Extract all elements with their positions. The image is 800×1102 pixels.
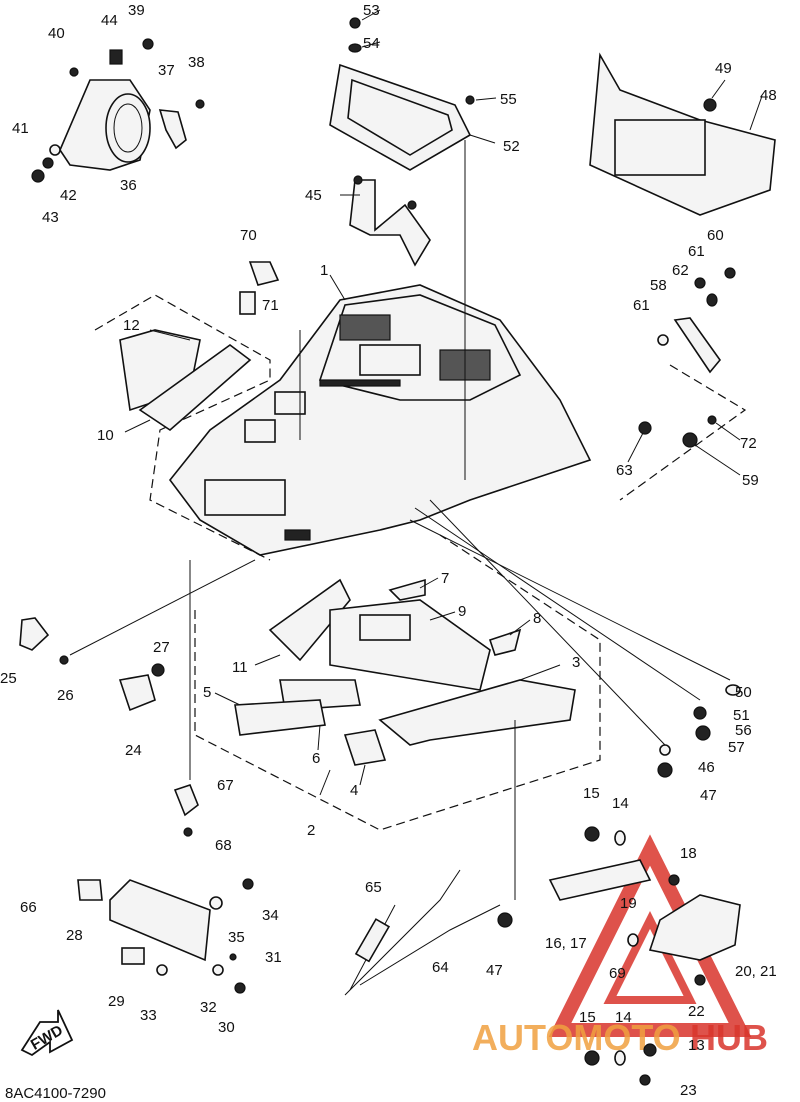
callout-c15b: 15 bbox=[579, 1009, 596, 1026]
callout-c24: 24 bbox=[125, 742, 142, 759]
callout-c50: 50 bbox=[735, 684, 752, 701]
callout-c23: 23 bbox=[680, 1082, 697, 1099]
callout-c58: 58 bbox=[650, 277, 667, 294]
callout-c13: 13 bbox=[688, 1037, 705, 1054]
callout-c61a: 61 bbox=[688, 243, 705, 260]
callout-c26: 26 bbox=[57, 687, 74, 704]
callout-c66: 66 bbox=[20, 899, 37, 916]
left-vent-group bbox=[94, 294, 271, 561]
callout-c71: 71 bbox=[262, 297, 279, 314]
clip-70-71 bbox=[239, 261, 280, 315]
callout-c47b: 47 bbox=[486, 962, 503, 979]
callout-c63: 63 bbox=[616, 462, 633, 479]
callout-c32: 32 bbox=[200, 999, 217, 1016]
callout-c11: 11 bbox=[232, 659, 248, 676]
callout-c53: 53 bbox=[363, 2, 380, 19]
callout-c22: 22 bbox=[688, 1003, 705, 1020]
leader-lines bbox=[124, 9, 763, 796]
watermark-brand-right: HUB bbox=[690, 1017, 768, 1058]
callout-c3: 3 bbox=[572, 654, 580, 671]
headlight-housing bbox=[31, 38, 205, 183]
callout-c69: 69 bbox=[609, 965, 626, 982]
right-hardware bbox=[619, 267, 747, 778]
callout-c59: 59 bbox=[742, 472, 759, 489]
bracket-45 bbox=[349, 175, 431, 267]
callout-c65: 65 bbox=[365, 879, 382, 896]
callout-c67: 67 bbox=[217, 777, 234, 794]
callout-c1617: 16, 17 bbox=[545, 935, 587, 952]
callout-c56: 56 bbox=[735, 722, 752, 739]
callout-c7: 7 bbox=[441, 570, 449, 587]
callout-c31: 31 bbox=[265, 949, 282, 966]
callout-c8: 8 bbox=[533, 610, 541, 627]
callout-c12: 12 bbox=[123, 317, 140, 334]
callout-c42: 42 bbox=[60, 187, 77, 204]
callout-c43: 43 bbox=[42, 209, 59, 226]
cables bbox=[344, 869, 513, 996]
callout-c41: 41 bbox=[12, 120, 29, 137]
windshield-frame bbox=[329, 17, 475, 171]
front-guard bbox=[77, 878, 254, 994]
callout-c39: 39 bbox=[128, 2, 145, 19]
callout-c44: 44 bbox=[101, 12, 118, 29]
callout-c2021: 20, 21 bbox=[735, 963, 777, 980]
callout-c29: 29 bbox=[108, 993, 125, 1010]
callout-c9: 9 bbox=[458, 603, 466, 620]
callout-c35: 35 bbox=[228, 929, 245, 946]
callout-c30: 30 bbox=[218, 1019, 235, 1036]
callout-c10: 10 bbox=[97, 427, 114, 444]
callout-c47a: 47 bbox=[700, 787, 717, 804]
callout-c40: 40 bbox=[48, 25, 65, 42]
callout-c62: 62 bbox=[672, 262, 689, 279]
callout-c55: 55 bbox=[500, 91, 517, 108]
left-hardware bbox=[19, 617, 199, 837]
callout-c64: 64 bbox=[432, 959, 449, 976]
guide-lines bbox=[69, 140, 731, 900]
callout-c60: 60 bbox=[707, 227, 724, 244]
callout-c15a: 15 bbox=[583, 785, 600, 802]
callout-c4: 4 bbox=[350, 782, 358, 799]
callout-c72: 72 bbox=[740, 435, 757, 452]
lower-right-hardware bbox=[548, 826, 741, 1086]
callout-c18: 18 bbox=[680, 845, 697, 862]
fwd-arrow-icon bbox=[20, 1009, 74, 1057]
callout-c57: 57 bbox=[728, 739, 745, 756]
callout-c45: 45 bbox=[305, 187, 322, 204]
callout-c14a: 14 bbox=[612, 795, 629, 812]
callout-c61b: 61 bbox=[633, 297, 650, 314]
rear-panel bbox=[589, 52, 776, 216]
floor-panels bbox=[194, 534, 601, 831]
callout-c27: 27 bbox=[153, 639, 170, 656]
callout-c48: 48 bbox=[760, 87, 777, 104]
main-hood bbox=[168, 284, 592, 556]
callout-c38: 38 bbox=[188, 54, 205, 71]
callout-c54: 54 bbox=[363, 35, 380, 52]
callout-c6: 6 bbox=[312, 750, 320, 767]
diagram-code: 8AC4100-7290 bbox=[5, 1085, 106, 1102]
callout-c19: 19 bbox=[620, 895, 637, 912]
callout-c25: 25 bbox=[0, 670, 17, 687]
callout-c2: 2 bbox=[307, 822, 315, 839]
callout-c46: 46 bbox=[698, 759, 715, 776]
callout-c49: 49 bbox=[715, 60, 732, 77]
callout-c68: 68 bbox=[215, 837, 232, 854]
callout-c14b: 14 bbox=[615, 1009, 632, 1026]
callout-c33: 33 bbox=[140, 1007, 157, 1024]
callout-c51: 51 bbox=[733, 707, 750, 724]
callout-c1: 1 bbox=[320, 262, 328, 279]
callout-c5: 5 bbox=[203, 684, 211, 701]
callout-c36: 36 bbox=[120, 177, 137, 194]
callout-c34: 34 bbox=[262, 907, 279, 924]
callout-c52: 52 bbox=[503, 138, 520, 155]
callout-c28: 28 bbox=[66, 927, 83, 944]
callout-c70: 70 bbox=[240, 227, 257, 244]
callout-c37: 37 bbox=[158, 62, 175, 79]
